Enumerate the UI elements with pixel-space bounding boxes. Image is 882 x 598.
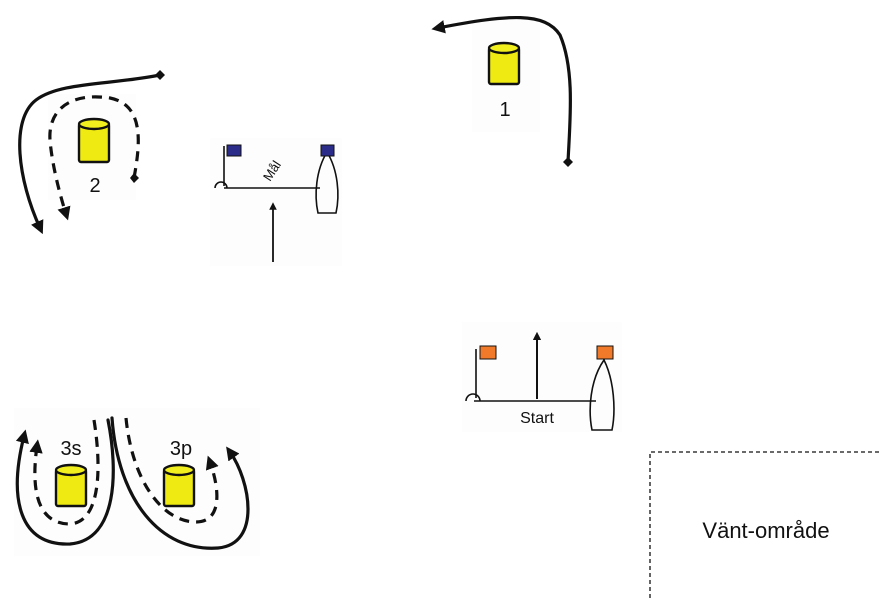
mark-1-buoy xyxy=(487,41,521,86)
finish-committee-boat-icon xyxy=(315,150,339,214)
mark-1-label: 1 xyxy=(499,99,510,121)
finish-line-inset xyxy=(210,138,342,266)
gate-3-group: 3s 3p xyxy=(14,408,260,556)
gate-3-inset xyxy=(14,408,260,556)
mark-3p-label: 3p xyxy=(170,438,192,460)
finish-line-group: Mål xyxy=(210,138,342,266)
mark-2-buoy xyxy=(77,117,111,164)
start-label: Start xyxy=(520,410,554,427)
mark-2-label: 2 xyxy=(89,175,100,197)
mark-1-path-start xyxy=(563,157,573,167)
mark-1-rounding-path xyxy=(431,16,572,164)
waiting-area-label: Vänt-område xyxy=(702,518,829,543)
waiting-area: Vänt-område xyxy=(649,451,882,598)
finish-buoy-icon xyxy=(214,181,228,189)
start-line-group: Start xyxy=(462,322,622,432)
mark-3p-inner-path xyxy=(124,417,219,524)
mark-2-inner-path-start xyxy=(130,173,139,183)
mark-3s-buoy xyxy=(54,463,88,508)
mark-2-group: 2 xyxy=(18,70,165,235)
start-committee-boat-icon xyxy=(589,358,615,431)
mark-2-outer-path-start xyxy=(155,70,165,80)
mark-3p-buoy xyxy=(162,463,196,508)
start-flag-icon xyxy=(479,345,497,360)
start-boat-flag-icon xyxy=(596,345,614,360)
start-buoy-icon xyxy=(465,393,481,402)
mark-3s-inner-path xyxy=(29,419,100,526)
finish-boat-flag-icon xyxy=(320,144,335,157)
mark-3s-label: 3s xyxy=(60,438,81,460)
mark-3p-outer-path xyxy=(110,416,250,550)
mark-2-outer-path xyxy=(18,73,162,235)
mark-3s-outer-path xyxy=(15,418,115,546)
finish-flag-icon xyxy=(226,144,242,157)
mark-1-group: 1 xyxy=(431,16,573,167)
